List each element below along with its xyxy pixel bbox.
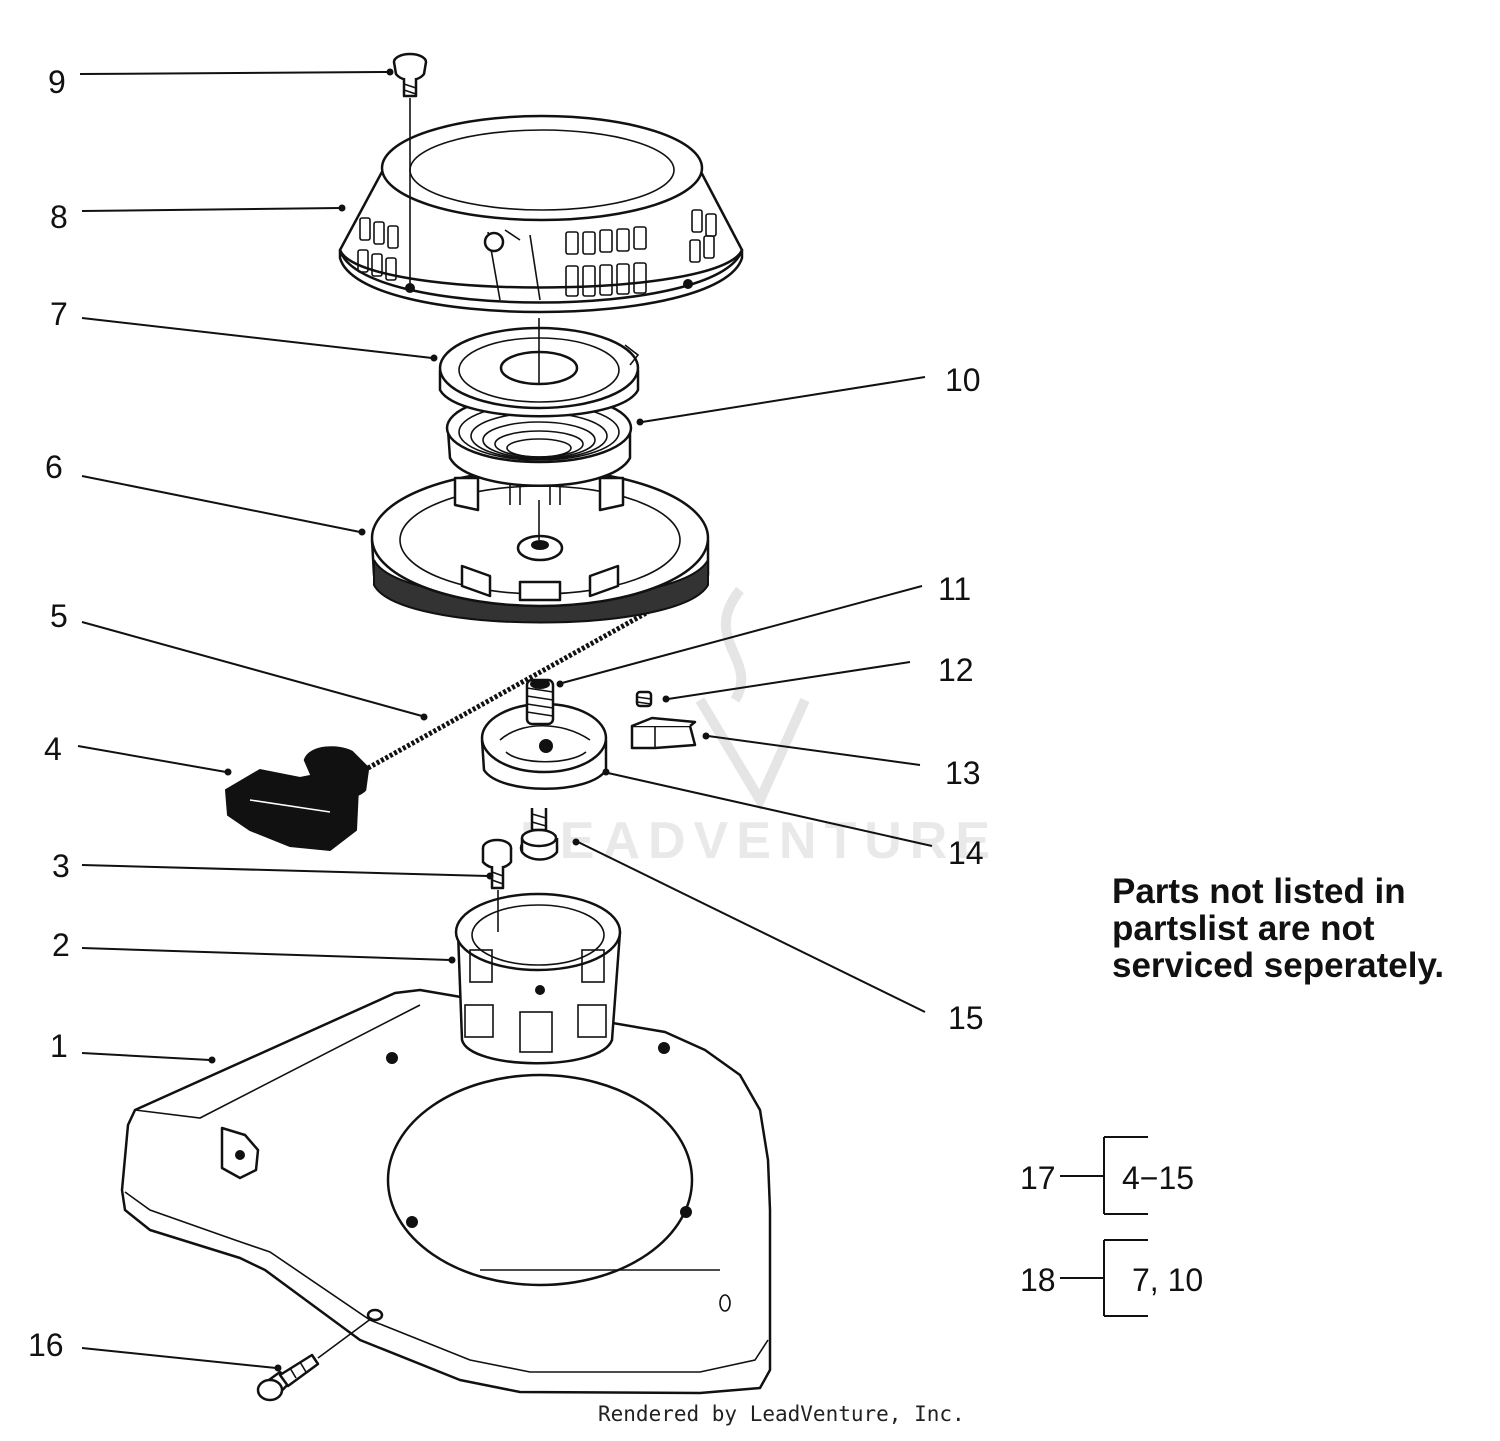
- callout-label: 10: [945, 362, 981, 398]
- assembly-center-lines: [317, 98, 540, 1359]
- service-note-line: serviced seperately.: [1112, 946, 1445, 985]
- callout-1[interactable]: 1: [50, 1028, 216, 1064]
- watermark-text: LEADVENTURE: [520, 812, 998, 870]
- callout-label: 15: [948, 1000, 984, 1036]
- part-6-pulley: [370, 468, 710, 624]
- callout-label: 7: [50, 296, 68, 332]
- housing-vents: [357, 209, 717, 297]
- kit-id: 18: [1020, 1262, 1056, 1298]
- callout-label: 13: [945, 755, 981, 791]
- callout-16[interactable]: 16: [28, 1327, 282, 1372]
- kit-17[interactable]: 17 4−15: [1020, 1136, 1194, 1215]
- part-16-screw: [256, 1353, 320, 1402]
- callout-13[interactable]: 13: [702, 732, 981, 792]
- callout-8[interactable]: 8: [50, 199, 346, 235]
- callout-label: 14: [948, 835, 984, 871]
- callout-label: 3: [52, 848, 70, 884]
- part-2-starter-cup: [454, 892, 622, 1065]
- service-note-line: Parts not listed in: [1112, 872, 1406, 911]
- callout-label: 11: [938, 571, 971, 607]
- callout-6[interactable]: 6: [45, 449, 366, 536]
- callout-label: 12: [938, 652, 974, 688]
- kit-18[interactable]: 18 7, 10: [1020, 1239, 1203, 1317]
- callout-label: 8: [50, 199, 68, 235]
- callout-10[interactable]: 10: [636, 362, 981, 426]
- footer-text: Rendered by LeadVenture, Inc.: [598, 1402, 965, 1426]
- callout-2[interactable]: 2: [52, 927, 456, 964]
- kit-id: 17: [1020, 1160, 1056, 1196]
- callout-9[interactable]: 9: [48, 64, 394, 100]
- part-1-blower-housing: [120, 988, 772, 1395]
- service-note: Parts not listed in partslist are not se…: [1112, 873, 1492, 984]
- part-9-screw: [392, 52, 428, 98]
- part-13-pawl: [630, 716, 697, 750]
- callout-label: 1: [50, 1028, 68, 1064]
- service-note-line: partslist are not: [1112, 909, 1375, 948]
- part-11-spring: [525, 678, 555, 726]
- callout-label: 5: [50, 598, 68, 634]
- callout-4[interactable]: 4: [44, 731, 232, 776]
- part-12-small-spring: [635, 690, 653, 708]
- callout-label: 6: [45, 449, 63, 485]
- part-15-shoulder-bolt: [519, 808, 559, 861]
- callout-label: 16: [28, 1327, 64, 1363]
- kit-contents: 4−15: [1122, 1160, 1194, 1196]
- kit-contents: 7, 10: [1132, 1262, 1203, 1298]
- part-8-starter-housing: [338, 114, 744, 314]
- callout-label: 4: [44, 731, 62, 767]
- callout-7[interactable]: 7: [50, 296, 438, 362]
- part-5-starter-rope: [366, 609, 650, 771]
- part-4-starter-handle: [224, 746, 370, 852]
- callout-15[interactable]: 15: [572, 838, 984, 1037]
- callout-14[interactable]: 14: [602, 768, 984, 872]
- callout-label: 9: [48, 64, 66, 100]
- part-14-pawl-cup: [480, 702, 608, 790]
- callout-5[interactable]: 5: [50, 598, 428, 721]
- callout-12[interactable]: 12: [662, 652, 974, 703]
- callout-3[interactable]: 3: [52, 848, 494, 884]
- callout-label: 2: [52, 927, 70, 963]
- part-3-screw: [481, 838, 513, 890]
- callout-11[interactable]: 11: [556, 571, 972, 688]
